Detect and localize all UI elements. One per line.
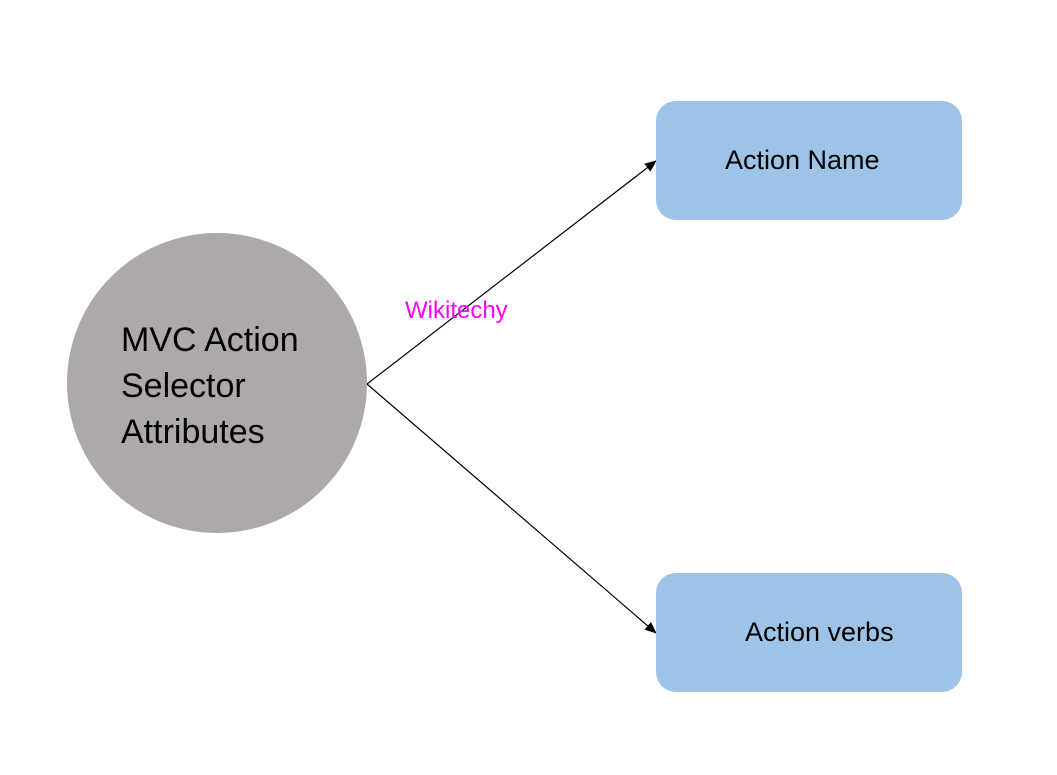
watermark-text: Wikitechy [405, 297, 508, 324]
root-label-line: Attributes [121, 413, 265, 451]
arrow-to-action-name [366, 160, 657, 385]
root-label-line: Selector [121, 367, 246, 405]
arrow-to-action-verbs [366, 383, 657, 634]
root-label-line: MVC Action [121, 321, 299, 359]
child-node-label: Action verbs [745, 617, 894, 647]
root-node-circle: MVC Action Selector Attributes [67, 233, 367, 533]
root-node-label: MVC Action Selector Attributes [121, 317, 299, 455]
child-node-label: Action Name [725, 145, 880, 175]
child-node-action-verbs: Action verbs [656, 573, 962, 692]
child-node-action-name: Action Name [656, 101, 962, 220]
